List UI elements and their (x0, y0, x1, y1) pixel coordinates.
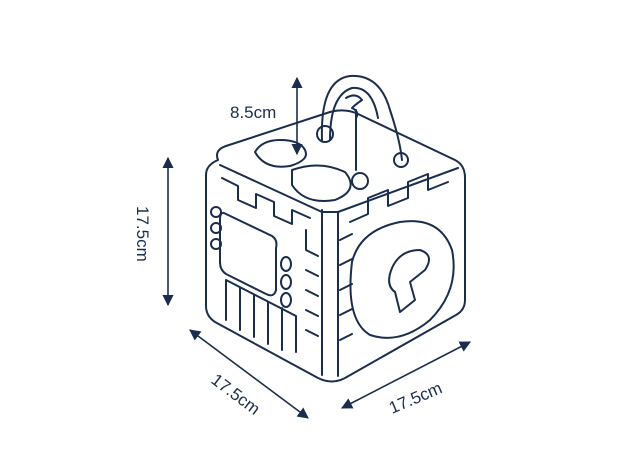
bead-maze-height-label: 8.5cm (230, 103, 276, 122)
width-arrow (341, 341, 471, 409)
height-label: 17.5cm (133, 206, 152, 262)
depth-arrow (189, 329, 309, 419)
width-label: 17.5cm (386, 378, 445, 417)
activity-cube-illustration (205, 74, 466, 383)
depth-label: 17.5cm (208, 370, 264, 419)
